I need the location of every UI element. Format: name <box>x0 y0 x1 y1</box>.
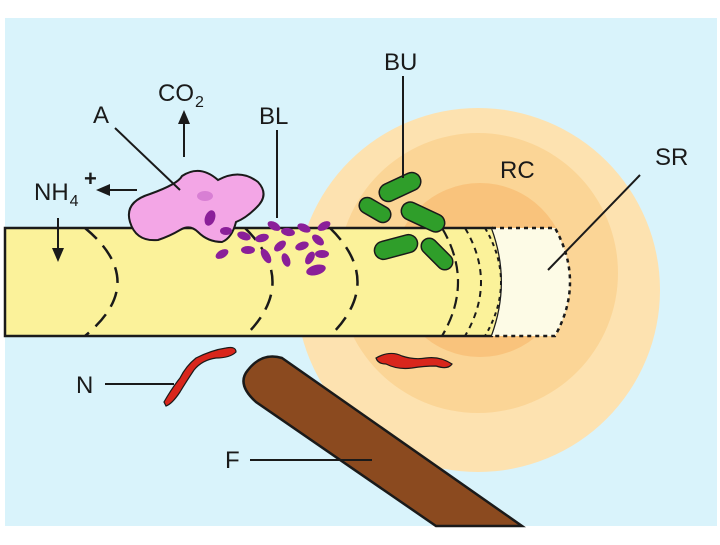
nematode <box>375 352 453 370</box>
bacterium <box>312 234 324 246</box>
bacteria-bu-cluster <box>358 171 454 271</box>
bacterium <box>260 248 272 264</box>
amoeba-vacuole <box>197 191 213 201</box>
nematode <box>163 346 237 407</box>
fungus <box>242 355 526 528</box>
bacterium <box>305 251 315 265</box>
bacterium <box>237 231 251 241</box>
bacterium <box>281 253 291 267</box>
co2-arrow-head <box>178 110 190 124</box>
bacterium <box>267 221 281 231</box>
bacterium <box>295 241 309 251</box>
label-sr: SR <box>655 144 688 171</box>
bacterium <box>215 249 229 259</box>
bacterium <box>317 221 331 231</box>
nematodes <box>163 346 453 407</box>
bacterium <box>274 240 286 252</box>
bacterium <box>306 264 326 276</box>
amoeba-vacuole <box>220 227 232 235</box>
label-nh4: NH4 <box>34 179 79 210</box>
bacterium <box>400 201 446 233</box>
leader-line-a <box>114 127 181 191</box>
bacterium <box>297 223 311 233</box>
label-bl: BL <box>259 103 288 130</box>
amoeba-vacuole <box>204 210 216 226</box>
bacterium <box>255 233 269 243</box>
bacterium <box>420 237 454 271</box>
label-rc: RC <box>500 157 535 184</box>
bacterium <box>358 196 392 224</box>
bacterium <box>281 227 295 237</box>
root <box>3 226 572 338</box>
bacterium <box>378 171 422 203</box>
label-bu: BU <box>384 49 417 76</box>
bacterium <box>241 246 255 254</box>
root-tip <box>492 228 570 336</box>
bacterium <box>315 250 329 258</box>
label-n: N <box>76 372 93 399</box>
root-uptake-arrow-head <box>52 248 64 262</box>
bacterium <box>373 233 419 261</box>
label-co2: CO2 <box>158 80 204 111</box>
label-a: A <box>93 102 109 129</box>
protozoan-amoeba <box>128 169 265 244</box>
bacteria-bl-cluster <box>215 221 331 276</box>
leader-line-sr <box>547 174 641 271</box>
label-f: F <box>225 447 240 474</box>
nh4-arrow-head <box>96 184 110 196</box>
label-nh4-charge: + <box>84 166 97 191</box>
